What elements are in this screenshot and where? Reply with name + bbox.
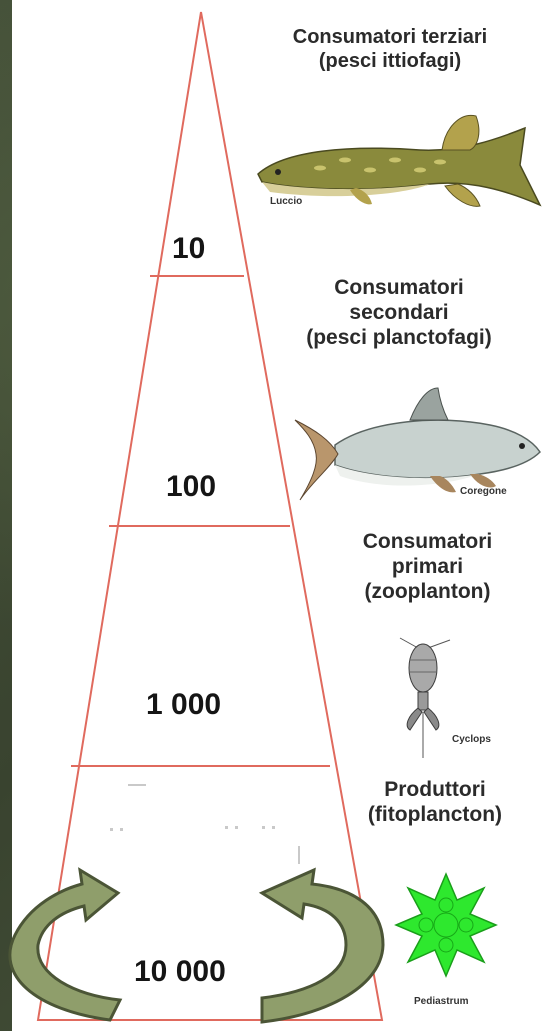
- label-tertiary-consumers: Consumatori terziari (pesci ittiofagi): [250, 26, 530, 73]
- level-value-secondary: 100: [166, 470, 216, 504]
- label-producers-subtitle: (fitoplancton): [330, 803, 540, 828]
- label-secondary-title-line1: Consumatori: [268, 276, 530, 301]
- organism-label-pike: Luccio: [270, 196, 302, 207]
- label-producers: Produttori (fitoplancton): [330, 778, 540, 828]
- organism-label-pediastrum: Pediastrum: [414, 996, 468, 1007]
- organism-label-cyclops: Cyclops: [452, 734, 491, 745]
- label-secondary-title-line2: secondari: [268, 301, 530, 326]
- label-primary-consumers: Consumatori primari (zooplanton): [325, 530, 530, 604]
- label-producers-title: Produttori: [330, 778, 540, 803]
- pediastrum-illustration: [396, 874, 496, 976]
- label-tertiary-title: Consumatori terziari: [250, 26, 530, 50]
- pike-fish-illustration: [258, 115, 540, 206]
- level-value-producers: 10 000: [134, 955, 226, 989]
- label-secondary-consumers: Consumatori secondari (pesci planctofagi…: [268, 276, 530, 350]
- label-secondary-subtitle: (pesci planctofagi): [268, 326, 530, 351]
- level-value-tertiary: 10: [172, 232, 205, 266]
- label-primary-subtitle: (zooplanton): [325, 580, 530, 605]
- cyclops-illustration: [400, 638, 450, 758]
- organism-label-whitefish: Coregone: [460, 486, 507, 497]
- label-primary-title-line2: primari: [325, 555, 530, 580]
- level-value-primary: 1 000: [146, 688, 221, 722]
- label-tertiary-subtitle: (pesci ittiofagi): [250, 50, 530, 74]
- label-primary-title-line1: Consumatori: [325, 530, 530, 555]
- whitefish-illustration: [295, 388, 540, 500]
